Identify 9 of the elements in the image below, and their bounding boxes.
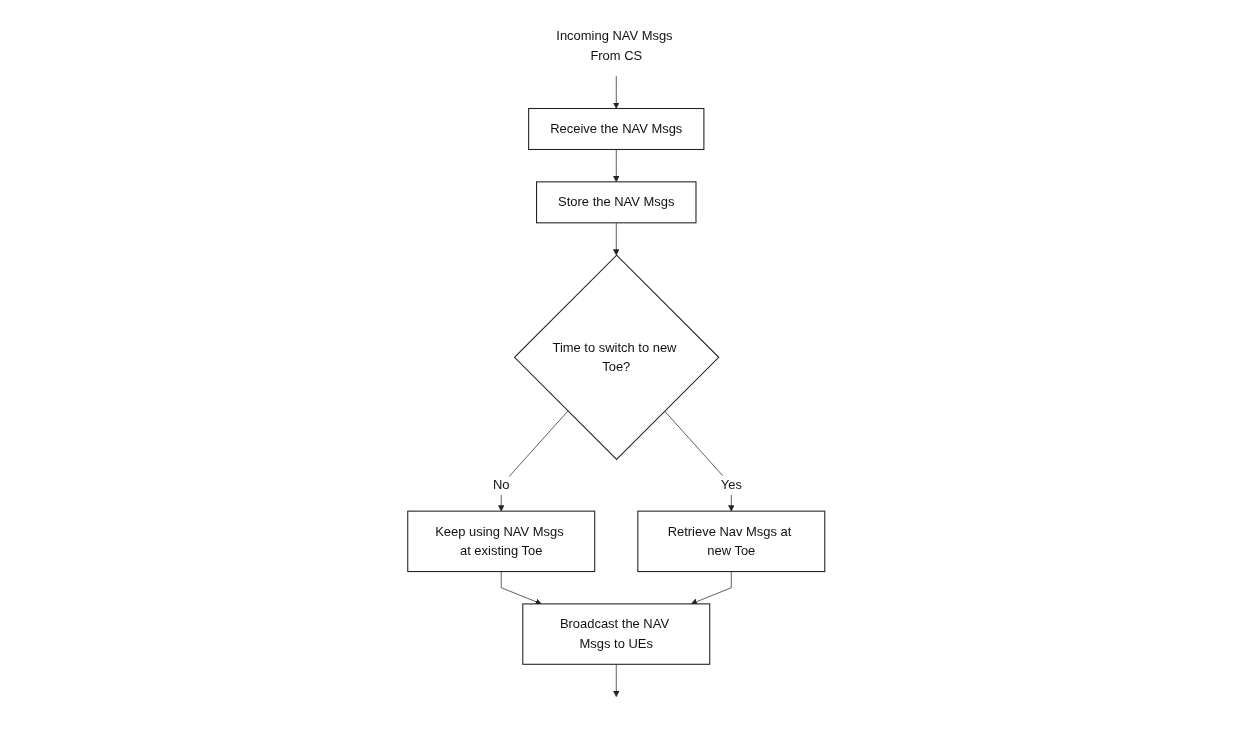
node-box: Broadcast the NAV Msgs to UEs: [522, 603, 711, 665]
edge-label: Yes: [720, 477, 743, 493]
node-box: Receive the NAV Msgs: [528, 107, 705, 151]
node-box: Keep using NAV Msgs at existing Toe: [407, 510, 596, 573]
node-text: Incoming NAV Msgs From CS: [556, 28, 673, 63]
node-box: Retrieve Nav Msgs at new Toe: [637, 510, 826, 573]
edge-label: No: [493, 477, 510, 493]
node-box: Store the NAV Msgs: [536, 181, 697, 224]
node-diamond: Time to switch to new Toe?: [514, 254, 720, 461]
